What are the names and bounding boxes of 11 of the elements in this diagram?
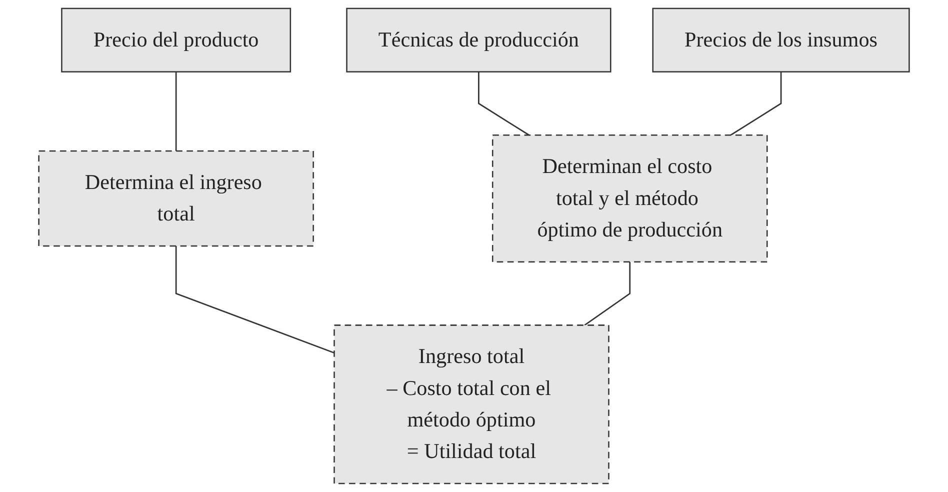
connector [175,246,334,354]
node-box: Técnicas de producción [346,8,612,72]
node-box: Determinan el costo total y el método óptimo de producción [492,134,768,262]
connector [478,72,530,136]
node-box: Determina el ingreso total [38,150,314,247]
connector [584,262,631,326]
node-box: Precios de los insumos [652,8,910,72]
node-box: Ingreso total – Costo total con el método óptimo = Utilidad total [334,324,610,484]
connector [175,72,177,151]
node-box: Precio del producto [61,8,292,72]
connector [730,72,782,136]
